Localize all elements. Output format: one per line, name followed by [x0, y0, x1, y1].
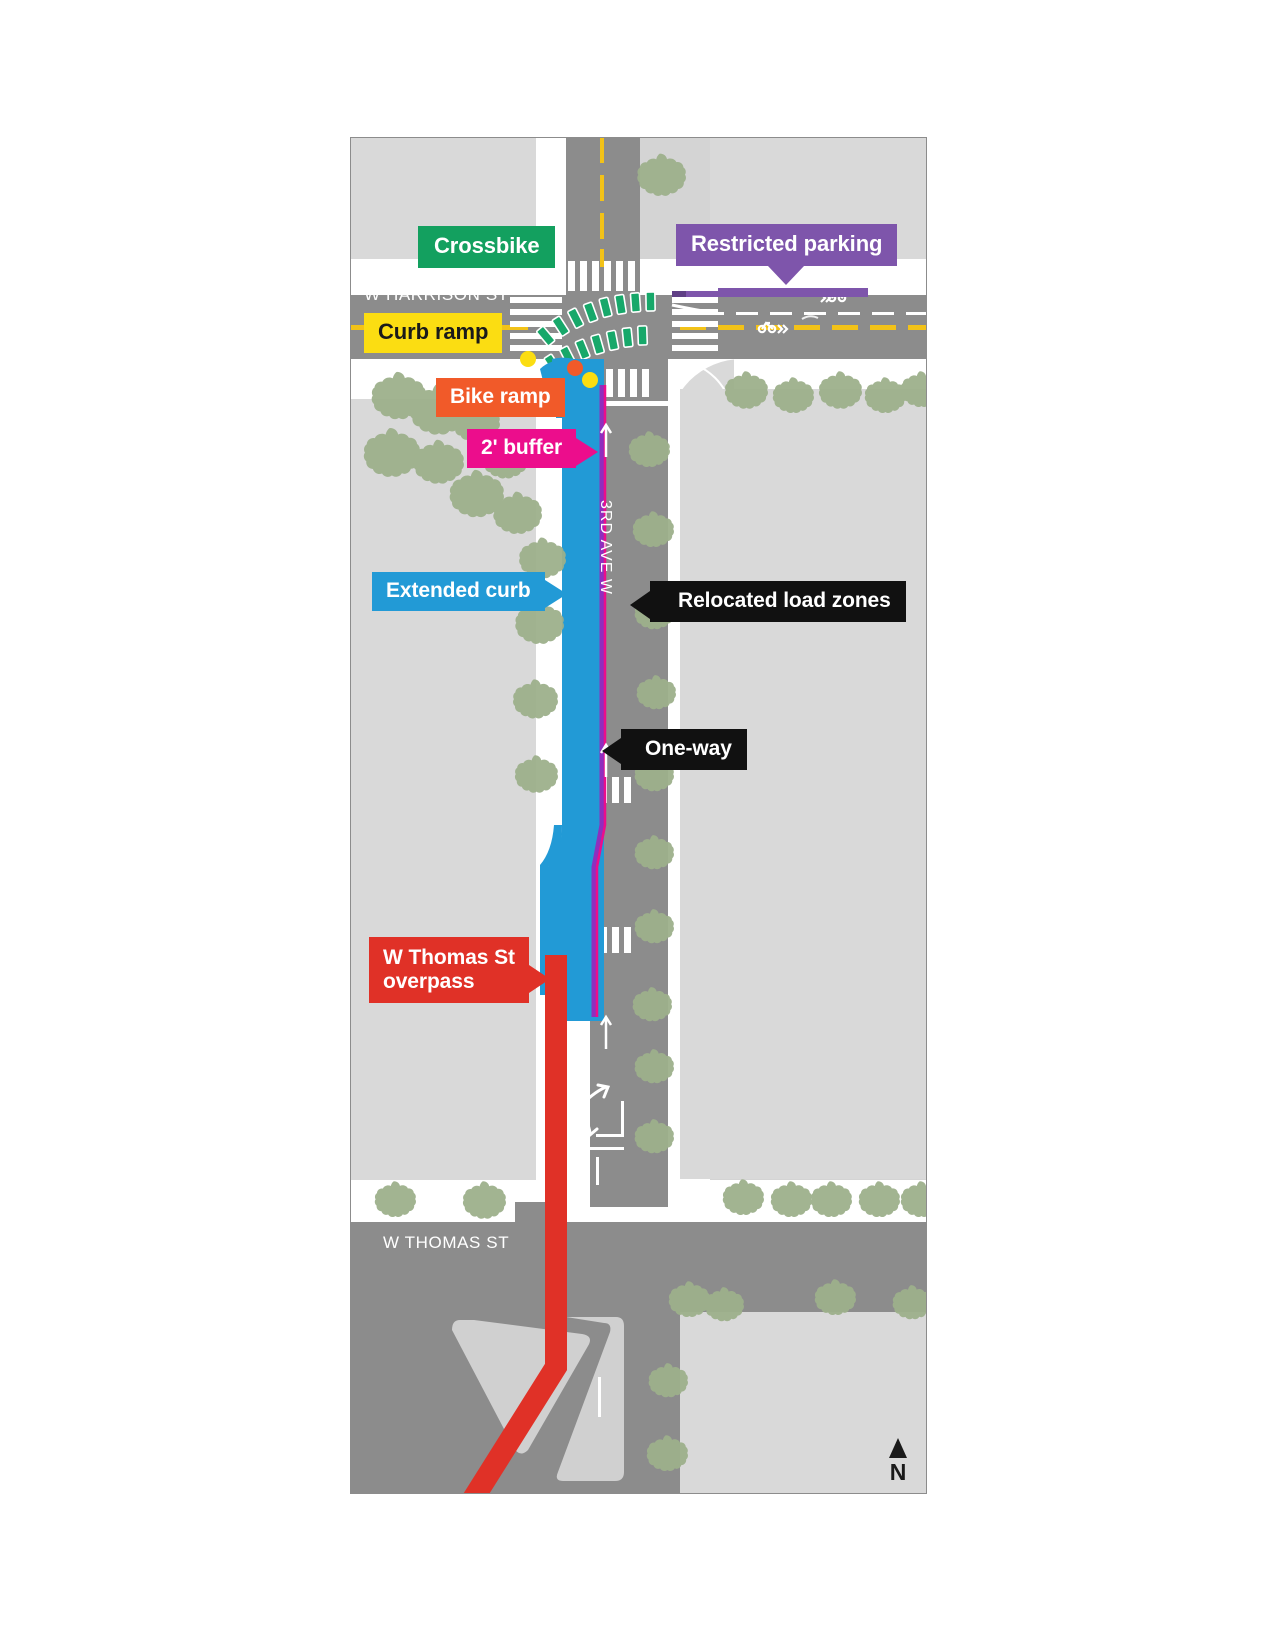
north-arrow-icon [889, 1438, 907, 1458]
callout-one-way-text: One-way [645, 737, 732, 760]
curb-ramp-marker-2 [582, 372, 598, 388]
callout-tail-icon [602, 738, 621, 764]
callout-buffer[interactable]: 2' buffer [467, 429, 599, 468]
crossbike-markings [535, 291, 656, 375]
callout-restricted-parking[interactable]: Restricted parking [676, 224, 898, 285]
callout-relocated-load-zones[interactable]: Relocated load zones [630, 581, 906, 622]
merge-arrow-icon [576, 1083, 611, 1138]
crosswalk-midblock-2 [600, 927, 631, 953]
callout-tail-icon [768, 265, 804, 285]
one-way-arrow-3 [599, 1014, 613, 1049]
callout-buffer-text: 2' buffer [481, 436, 563, 459]
crosswalk-west [510, 285, 562, 351]
restricted-parking-band [684, 288, 868, 297]
callout-curb-ramp[interactable]: Curb ramp [364, 313, 503, 353]
street-label-3rd-ave-w: 3RD AVE W [597, 500, 614, 595]
sharrow-icon-west [757, 321, 789, 334]
one-way-arrow-1 [599, 422, 613, 457]
callout-thomas-overpass[interactable]: W Thomas St overpass [369, 937, 550, 1004]
street-label-thomas: W THOMAS ST [383, 1233, 510, 1252]
crosswalk-north [568, 261, 659, 291]
callout-extended-curb-text: Extended curb [386, 579, 531, 602]
map-canvas[interactable] [350, 137, 927, 1494]
bike-ramp-marker [567, 360, 583, 376]
callout-one-way[interactable]: One-way [602, 729, 747, 770]
north-arrow-label: N [889, 1459, 907, 1485]
callout-relocated-load-zones-text: Relocated load zones [678, 589, 891, 612]
callout-crossbike-text: Crossbike [434, 233, 540, 258]
callout-thomas-overpass-line1: W Thomas St [383, 946, 515, 969]
crosswalk-south [606, 369, 649, 397]
callout-tail-icon [576, 438, 599, 466]
callout-tail-icon [544, 580, 567, 608]
street-label-harrison: W HARRISON ST [364, 285, 509, 304]
crosswalk-east [672, 285, 718, 351]
buffer-line-highlight [595, 385, 607, 1017]
curb-ramp-marker-1 [520, 351, 536, 367]
callout-restricted-parking-text: Restricted parking [691, 231, 883, 256]
callout-thomas-overpass-line2: overpass [383, 969, 475, 993]
north-arrow: N [882, 1438, 914, 1492]
callout-crossbike[interactable]: Crossbike [418, 226, 556, 268]
callout-tail-icon [528, 965, 550, 993]
map-graphic [350, 137, 927, 1494]
callout-tail-icon [630, 591, 650, 619]
callout-extended-curb[interactable]: Extended curb [372, 572, 567, 611]
callout-curb-ramp-text: Curb ramp [378, 319, 489, 344]
callout-bike-ramp[interactable]: Bike ramp [436, 378, 565, 417]
overpass-ribbon [463, 955, 567, 1494]
buffer-line [591, 385, 605, 1017]
callout-bike-ramp-text: Bike ramp [450, 385, 551, 408]
centerline-dashes [600, 137, 604, 267]
